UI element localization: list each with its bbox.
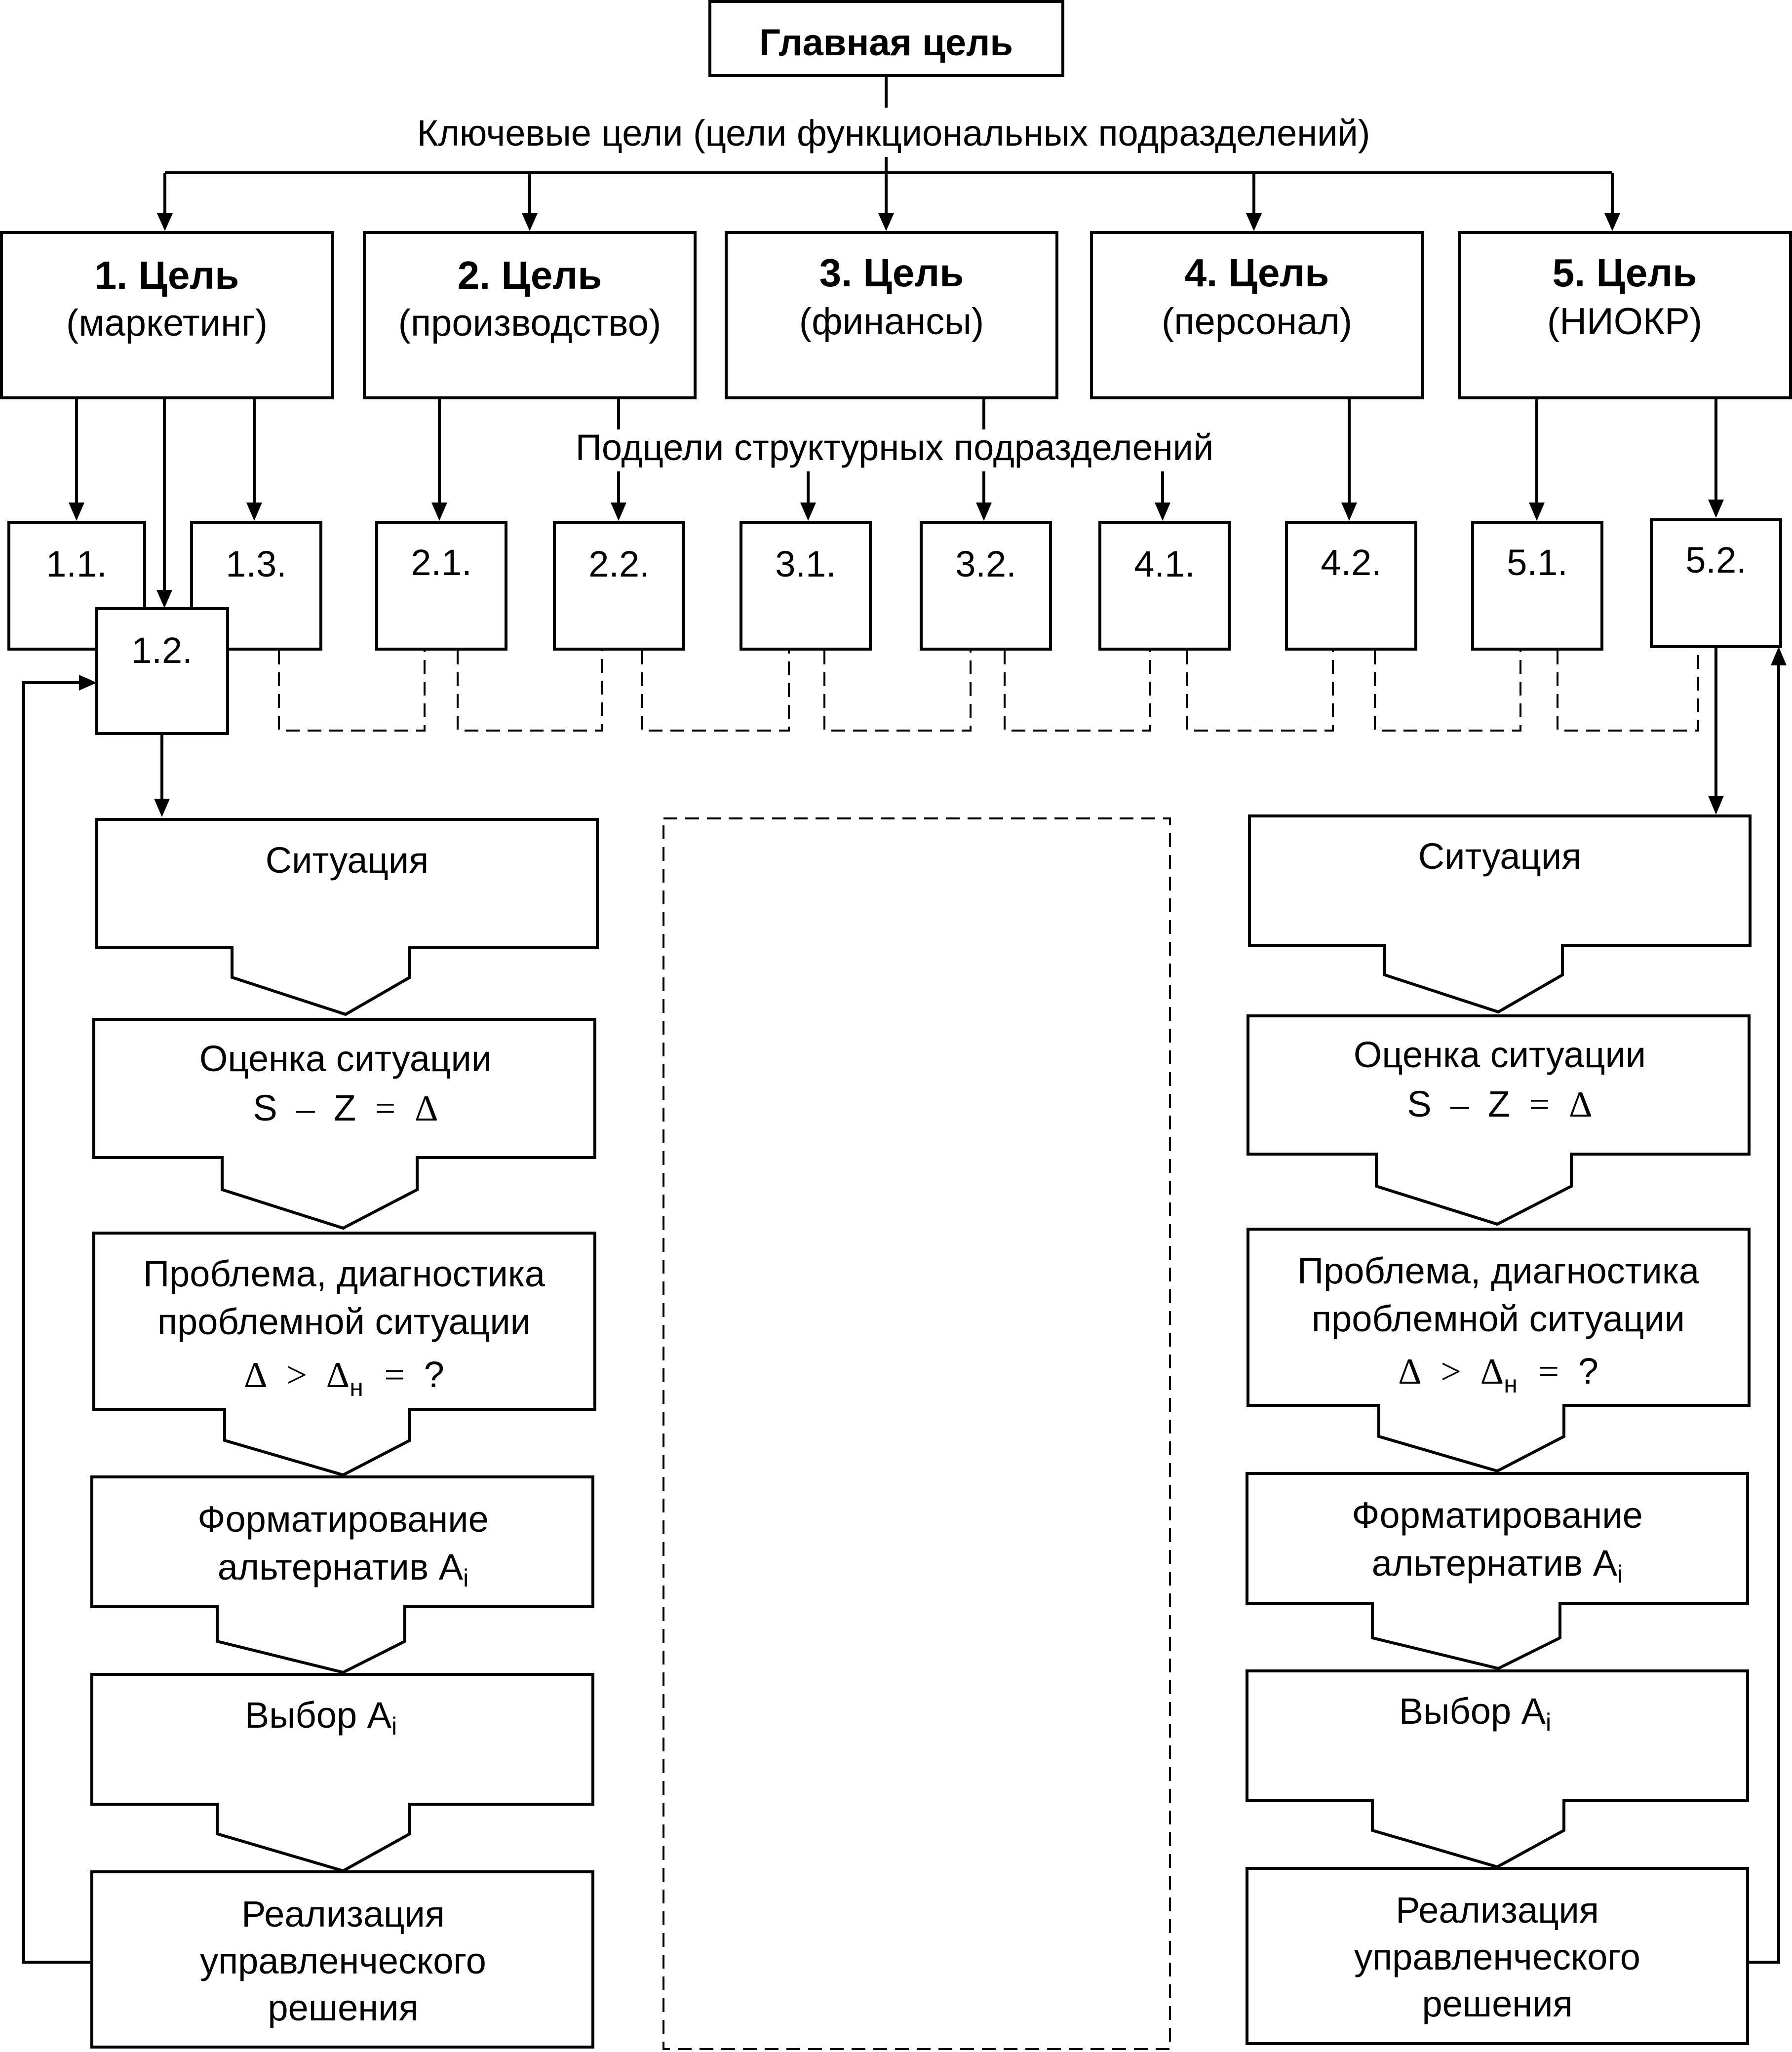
left-assessment-formula: S – Z = Δ: [253, 1087, 438, 1129]
key-goals-label: Ключевые цели (цели функциональных подра…: [417, 113, 1370, 154]
goal-drops: [157, 173, 1620, 231]
left-chain-arrowhead: [154, 799, 170, 817]
left-choice-text: Выбор Ai: [245, 1695, 397, 1740]
goal-3-area: (финансы): [799, 301, 984, 343]
right-feedback-arrowhead: [1771, 647, 1787, 665]
goal-5-number: 5. Цель: [1553, 251, 1697, 295]
left-feedback-line: [22, 681, 92, 1964]
main-goal-text: Главная цель: [759, 22, 1013, 64]
svg-text:Ситуация: Ситуация: [1418, 836, 1582, 877]
svg-text:Проблема, диагностика: Проблема, диагностика: [1297, 1250, 1700, 1291]
right-step-implementation: Реализация управленческого решения: [1246, 1867, 1749, 2045]
svg-text:Форматирование: Форматирование: [197, 1499, 489, 1540]
goal-4-box: 4. Цель (персонал): [1090, 231, 1424, 399]
left-formation-line2: альтернатив Ai: [218, 1547, 468, 1592]
right-step-assessment: Оценка ситуации S – Z = Δ: [1247, 1014, 1751, 1226]
goal-5-box: 5. Цель (НИОКР): [1458, 231, 1792, 399]
svg-text:проблемной ситуации: проблемной ситуации: [1312, 1298, 1685, 1339]
svg-text:управленческого: управленческого: [200, 1940, 486, 1981]
left-problem-formula: Δ > Δн = ?: [244, 1354, 444, 1404]
svg-text:Форматирование: Форматирование: [1352, 1495, 1643, 1536]
svg-text:3.2.: 3.2.: [955, 543, 1016, 584]
subgoal-3-1: 3.1.: [740, 521, 872, 651]
right-formation-line2: альтернатив Ai: [1372, 1543, 1623, 1588]
left-step-implementation: Реализация управленческого решения: [90, 1870, 594, 2049]
left-step-assessment: Оценка ситуации S – Z = Δ: [92, 1018, 596, 1230]
svg-text:решения: решения: [268, 1987, 418, 2028]
right-step-choice: Выбор Ai: [1246, 1669, 1749, 1869]
svg-text:1.1.: 1.1.: [46, 543, 107, 584]
left-step-problem: Проблема, диагностика проблемной ситуаци…: [92, 1232, 596, 1477]
svg-text:5.1.: 5.1.: [1507, 542, 1567, 583]
svg-text:2.1.: 2.1.: [411, 542, 471, 583]
right-step-formation: Форматирование альтернатив Ai: [1246, 1472, 1749, 1670]
right-assessment-formula: S – Z = Δ: [1407, 1084, 1592, 1125]
goal-1-number: 1. Цель: [95, 253, 239, 297]
right-feedback-line: [1748, 665, 1780, 1964]
svg-text:5.2.: 5.2.: [1685, 540, 1746, 581]
svg-text:1.2.: 1.2.: [131, 630, 192, 671]
right-step-situation: Ситуация: [1248, 814, 1752, 1014]
svg-text:Реализация: Реализация: [241, 1894, 445, 1935]
svg-text:Оценка ситуации: Оценка ситуации: [199, 1038, 492, 1079]
svg-text:Реализация: Реализация: [1396, 1890, 1599, 1931]
right-step-problem: Проблема, диагностика проблемной ситуаци…: [1247, 1228, 1751, 1473]
subgoal-5-1: 5.1.: [1471, 521, 1603, 651]
svg-text:управленческого: управленческого: [1354, 1936, 1640, 1977]
left-feedback-arrowhead: [79, 675, 97, 691]
goal-3-number: 3. Цель: [819, 251, 964, 295]
left-step-formation: Форматирование альтернатив Ai: [90, 1475, 594, 1674]
svg-text:1.3.: 1.3.: [226, 543, 286, 584]
subgoal-2-2: 2.2.: [553, 521, 685, 651]
main-goal-box: [708, 0, 1064, 77]
svg-text:3.1.: 3.1.: [775, 543, 836, 584]
svg-text:4.2.: 4.2.: [1321, 542, 1381, 583]
subgoal-4-2: 4.2.: [1285, 521, 1417, 651]
svg-text:проблемной ситуации: проблемной ситуации: [157, 1301, 531, 1342]
right-chain-arrowhead: [1708, 796, 1724, 814]
subgoal-3-2: 3.2.: [920, 521, 1052, 651]
right-problem-formula: Δ > Δн = ?: [1398, 1351, 1598, 1400]
goal-2-box: 2. Цель (производство): [363, 231, 697, 399]
subgoal-5-2: 5.2.: [1650, 518, 1782, 648]
svg-text:2.2.: 2.2.: [588, 543, 649, 584]
central-placeholder-block: [662, 817, 1171, 2050]
goal-2-number: 2. Цель: [458, 253, 602, 297]
subgoal-dashed-links: [278, 648, 1699, 732]
subgoal-connectors: [69, 398, 1724, 608]
svg-text:Проблема, диагностика: Проблема, диагностика: [143, 1253, 545, 1294]
goal-4-area: (персонал): [1162, 301, 1352, 343]
left-step-choice: Выбор Ai: [90, 1673, 594, 1873]
goal-4-number: 4. Цель: [1185, 251, 1329, 295]
right-choice-text: Выбор Ai: [1399, 1691, 1551, 1736]
subgoal-2-1: 2.1.: [375, 521, 507, 651]
subgoal-4-1: 4.1.: [1098, 521, 1231, 651]
svg-text:решения: решения: [1422, 1983, 1572, 2024]
goal-1-box: 1. Цель (маркетинг): [0, 231, 334, 399]
svg-text:Ситуация: Ситуация: [266, 840, 429, 881]
subgoals-label: Подцели структурных подразделений: [576, 427, 1214, 468]
goal-5-area: (НИОКР): [1547, 301, 1702, 343]
left-step-situation: Ситуация: [95, 818, 599, 1016]
goal-3-box: 3. Цель (финансы): [725, 231, 1058, 399]
subgoal-1-2: 1.2.: [95, 607, 229, 735]
goal-1-area: (маркетинг): [66, 302, 268, 344]
svg-text:4.1.: 4.1.: [1134, 543, 1195, 584]
goal-2-area: (производство): [398, 302, 662, 344]
svg-text:Оценка ситуации: Оценка ситуации: [1354, 1034, 1646, 1075]
